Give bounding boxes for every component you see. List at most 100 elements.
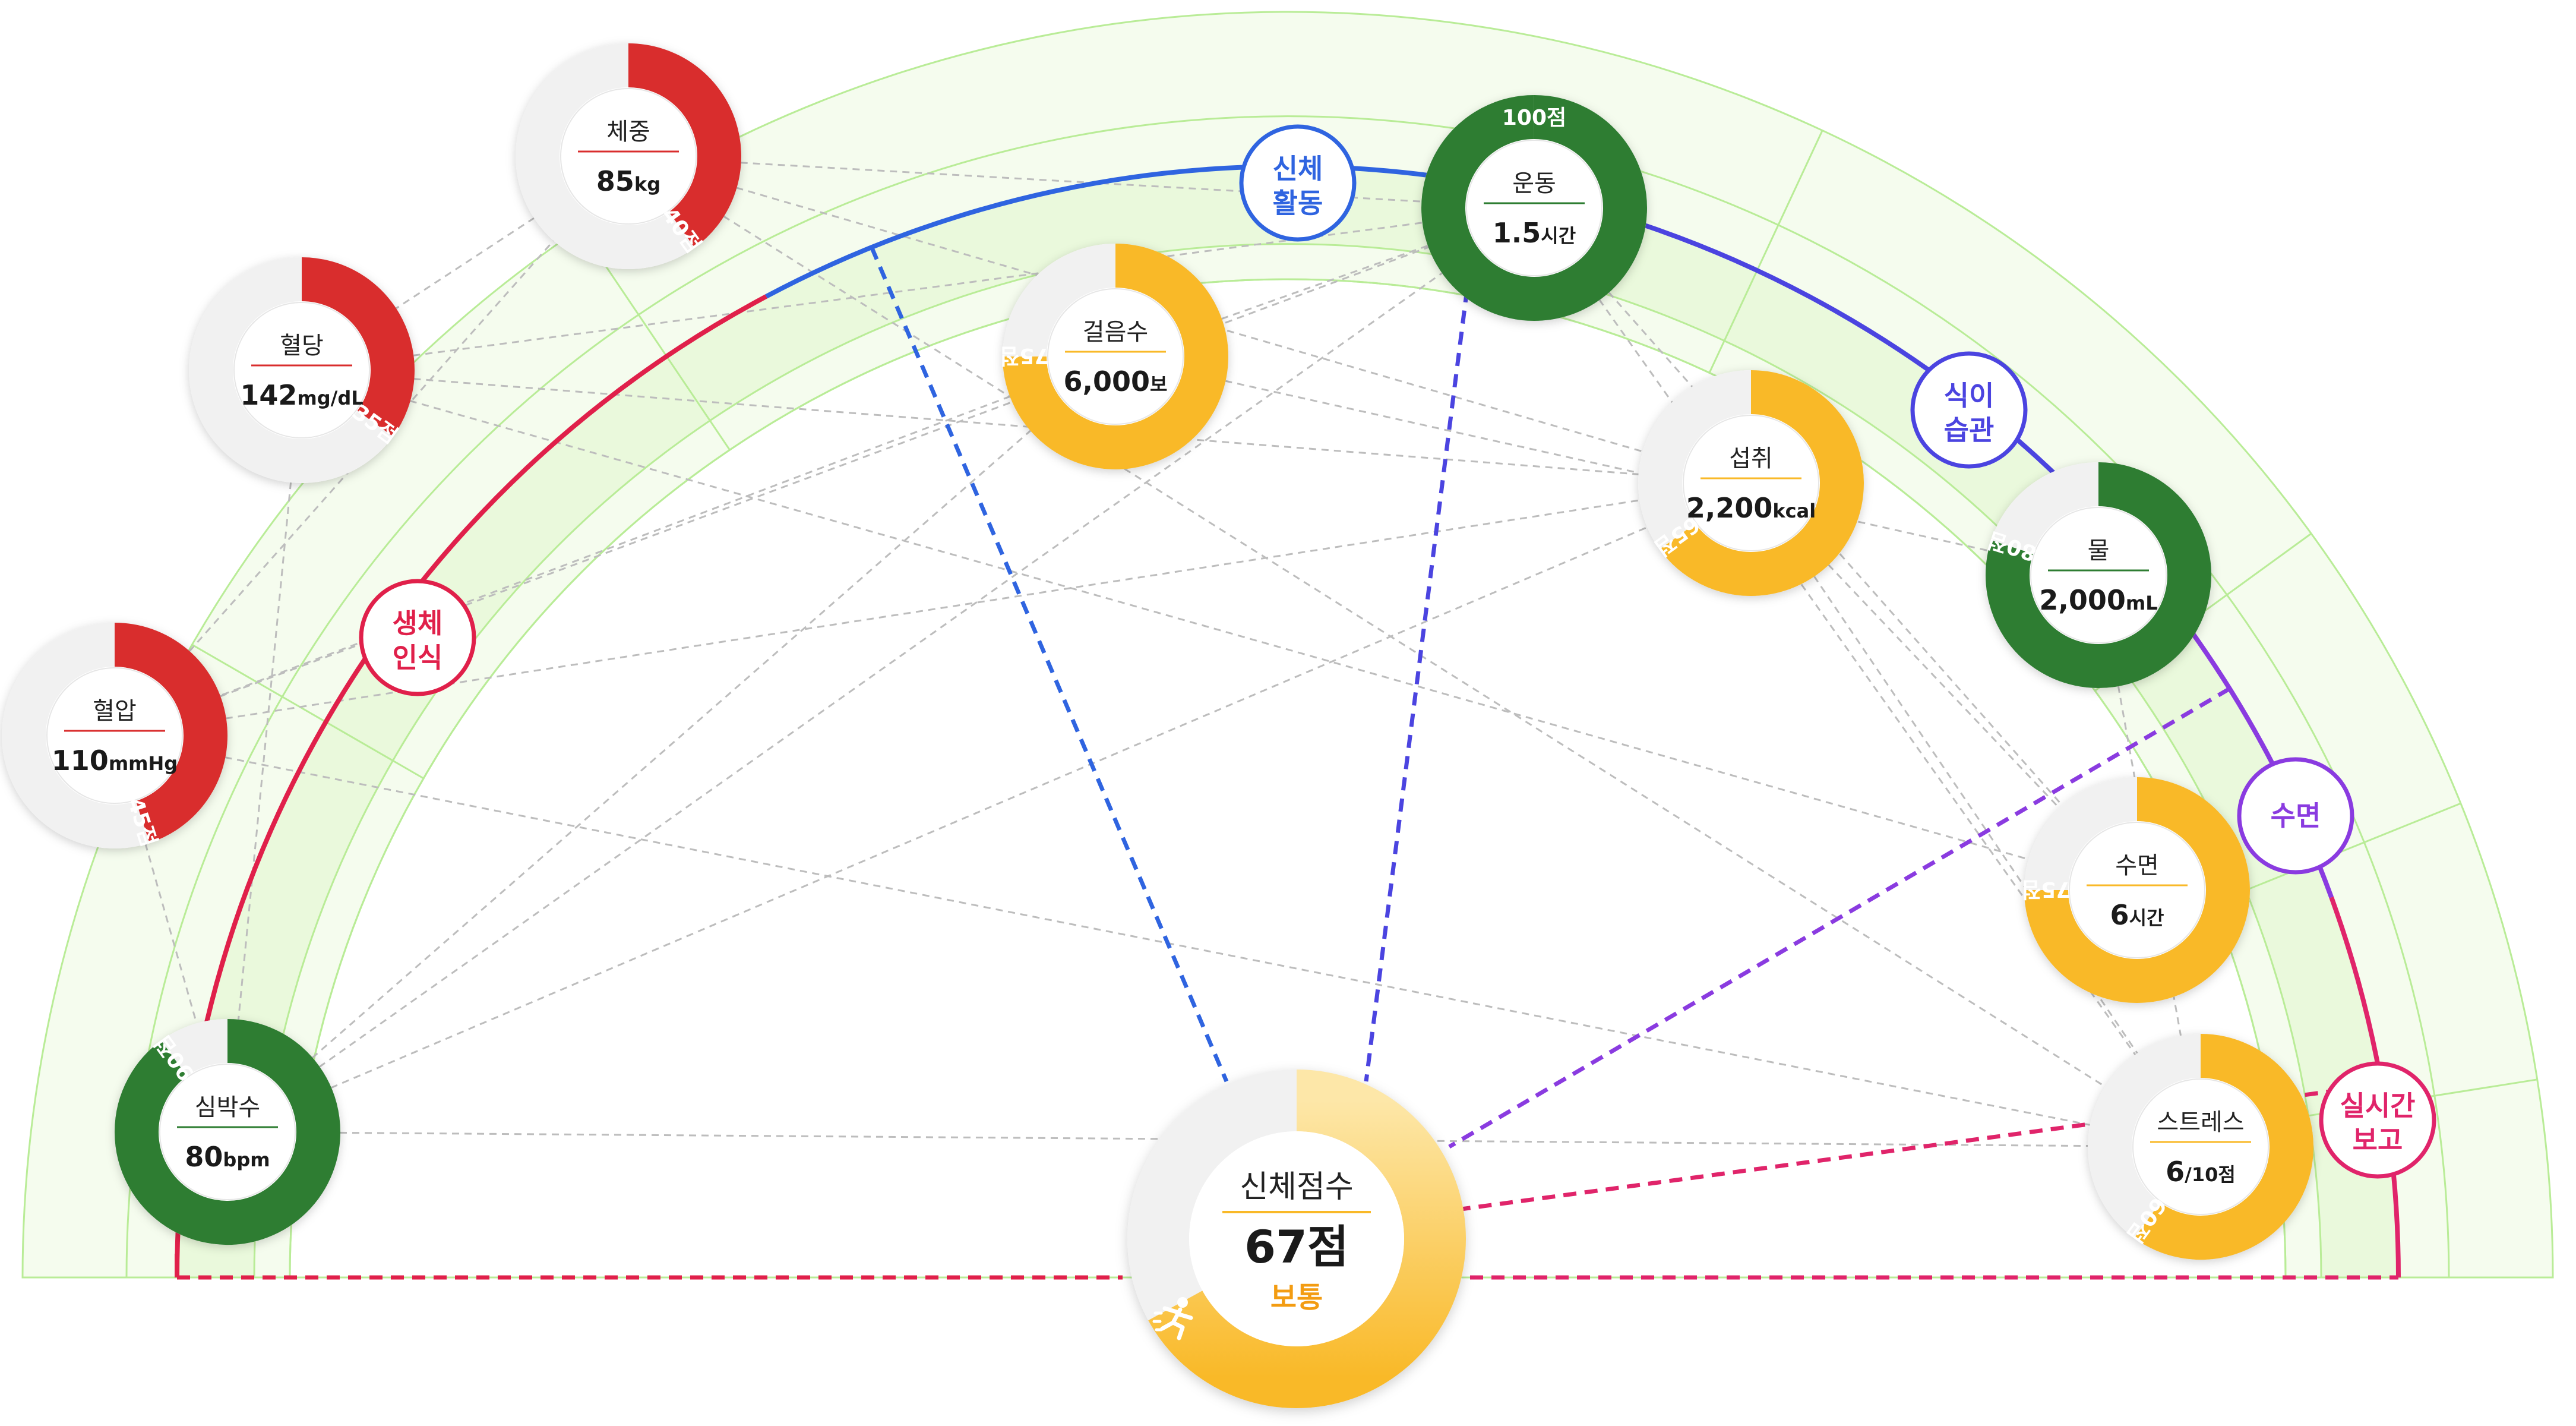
metric-gauges: 체중85kg40점혈당142mg/dL35점혈압110mmHg45점심박수80b… — [2, 43, 2313, 1260]
metric-title: 체중 — [606, 118, 650, 146]
category-label-line1: 신체 — [1273, 153, 1323, 185]
category-label-line2: 인식 — [393, 642, 443, 674]
metric-value: 6시간 — [2110, 899, 2164, 931]
metric-value: 85kg — [596, 165, 660, 197]
category-badge — [2319, 1061, 2436, 1179]
metric-value: 2,000mL — [2039, 584, 2157, 616]
center-gauge-fill — [1148, 1070, 1466, 1408]
connector-line — [114, 207, 1535, 737]
activity-dash-right — [1364, 182, 1483, 1082]
connector-line — [1115, 355, 2099, 576]
gauge-fill — [1003, 244, 1228, 469]
connector-line — [114, 482, 1752, 737]
metric-value: 6/10점 — [2166, 1156, 2236, 1188]
metric-gauge-exercise[interactable]: 운동 1.5시간 100점 — [1421, 95, 1647, 321]
category-label-line1: 생체 — [393, 607, 443, 639]
gauge-fill — [115, 1019, 340, 1245]
gauge-inner — [2132, 1078, 2269, 1215]
gauge-inner — [1683, 415, 1819, 551]
score-badge: 75점 — [1000, 343, 1049, 368]
connector-line — [227, 207, 1535, 1133]
gauge-inner — [159, 1064, 296, 1200]
metric-title: 혈당 — [280, 332, 324, 359]
category-label-line2: 보고 — [2353, 1124, 2403, 1156]
category-label-line1: 실시간 — [2340, 1090, 2416, 1122]
connector-line — [114, 734, 2201, 1148]
gauge-fill — [114, 623, 227, 843]
gauge-fill — [1986, 462, 2211, 688]
score-badge-label: 75점 — [2021, 877, 2071, 901]
gauge-inner — [233, 302, 370, 438]
metric-value: 80bpm — [185, 1141, 270, 1173]
metric-value: 142mg/dL — [240, 379, 363, 411]
center-score: 67점 — [1244, 1220, 1349, 1273]
connector-line — [301, 207, 1535, 371]
category-label-line2: 활동 — [1273, 187, 1323, 219]
running-figure-icon — [1152, 1297, 1193, 1340]
score-badge-label: 75점 — [1000, 343, 1049, 368]
connector-line — [301, 369, 2138, 891]
band-segment-divider — [1708, 130, 1823, 374]
metric-value: 6,000보 — [1064, 365, 1168, 397]
score-badge: 75점 — [2021, 877, 2071, 901]
gauge-fill — [2024, 777, 2250, 1003]
connector-line — [114, 355, 1116, 737]
gauge-fill — [2134, 1034, 2313, 1260]
connector-line — [628, 155, 2201, 1148]
band-segment-divider — [191, 643, 424, 780]
gauge-inner — [46, 667, 183, 804]
score-badge: 100점 — [1502, 106, 1566, 130]
metric-value: 1.5시간 — [1493, 217, 1576, 249]
gauge-fill — [1660, 370, 1864, 596]
category-badge — [359, 579, 476, 696]
gauge-inner — [2069, 822, 2205, 958]
gauge-fill — [628, 43, 741, 248]
gauge-inner — [2030, 507, 2167, 643]
category-badge — [2237, 757, 2354, 875]
center-gauge-inner — [1189, 1131, 1404, 1346]
center-status: 보통 — [1270, 1281, 1323, 1314]
center-title: 신체점수 — [1240, 1169, 1353, 1205]
category-label-sleep[interactable]: 수면 — [2237, 757, 2354, 875]
gauge-fill — [1421, 95, 1647, 321]
connector-line — [628, 155, 1535, 209]
metric-title: 운동 — [1512, 170, 1556, 197]
category-label-line1: 식이 — [1944, 380, 1995, 412]
connector-line — [227, 355, 1116, 1133]
category-label-line2: 습관 — [1944, 414, 1995, 446]
metric-value: 110mmHg — [52, 744, 178, 777]
metric-title: 심박수 — [195, 1094, 260, 1121]
metric-gauge-sleep[interactable]: 수면 6시간 75점 — [2021, 777, 2250, 1003]
gauge-inner — [1466, 140, 1603, 276]
metric-title: 스트레스 — [2157, 1109, 2244, 1136]
metric-gauge-steps[interactable]: 걸음수 6,000보 75점 — [1000, 244, 1228, 469]
metric-value: 2,200kcal — [1686, 492, 1816, 524]
score-badge-label: 100점 — [1502, 106, 1566, 130]
connector-line — [227, 482, 1752, 1133]
connector-line — [301, 369, 1752, 484]
gauge-inner — [1047, 288, 1184, 425]
activity-dash-left — [870, 246, 1229, 1083]
metric-title: 걸음수 — [1083, 318, 1148, 346]
diet-arc — [1574, 201, 2089, 507]
metric-title: 물 — [2088, 537, 2110, 564]
metric-title: 수면 — [2115, 852, 2159, 879]
metric-title: 혈압 — [93, 698, 137, 725]
connector-line — [1750, 482, 2202, 1147]
connector-line — [1533, 207, 2202, 1147]
metric-title: 섭취 — [1729, 445, 1773, 472]
gauge-inner — [560, 88, 697, 225]
